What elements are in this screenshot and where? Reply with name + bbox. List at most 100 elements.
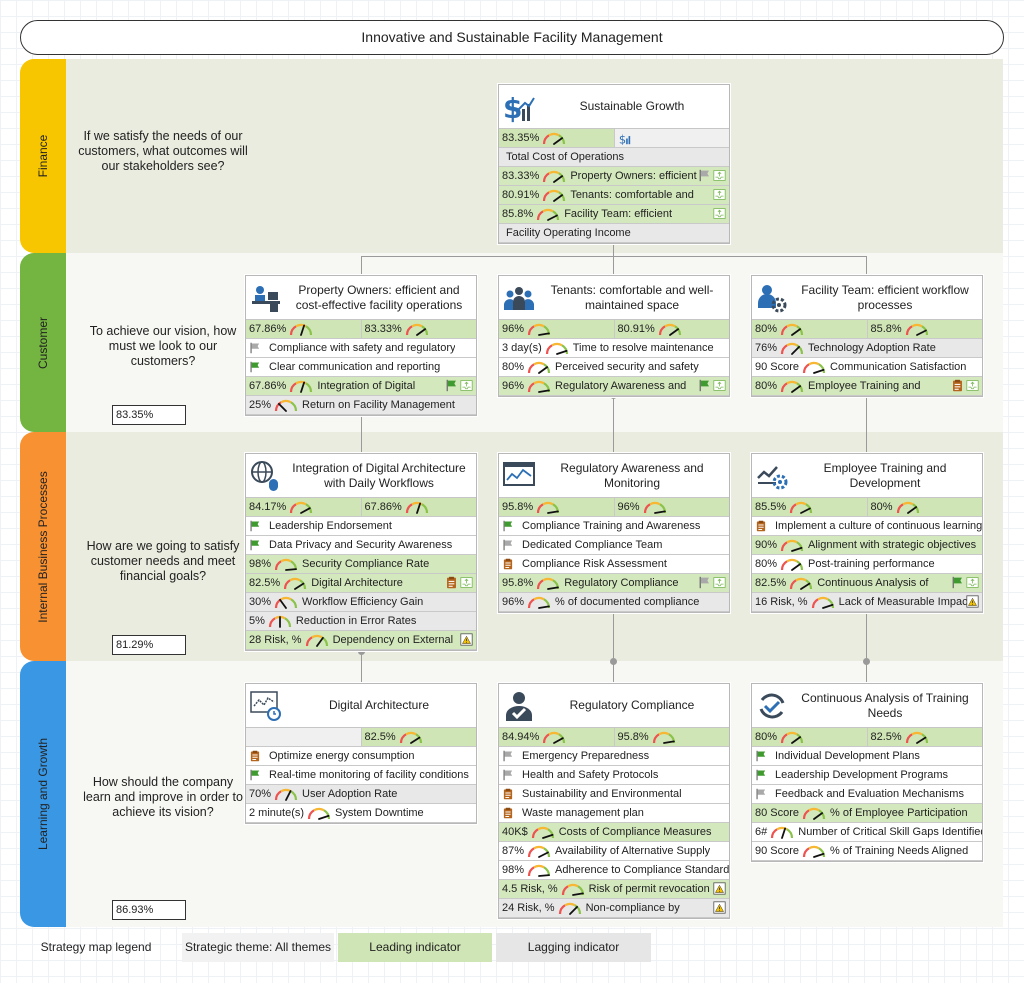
indicator-row[interactable]: 4.5 Risk, %Risk of permit revocation [499,880,729,899]
indicator-name: Costs of Compliance Measures [558,826,712,838]
initiative-row[interactable]: Data Privacy and Security Awareness [246,536,476,555]
initiative-row[interactable]: Leadership Development Programs [752,766,982,785]
indicator-row[interactable]: 96%Regulatory Awareness and [499,377,729,396]
indicator-name: Workflow Efficiency Gain [302,596,424,608]
lane-tab-internal[interactable]: Internal Business Processes [20,432,66,661]
indicator-row[interactable]: 76%Technology Adoption Rate [752,339,982,358]
gauge-icon [290,380,313,393]
indicator-row[interactable]: 5%Reduction in Error Rates [246,612,476,631]
initiative-row[interactable]: Dedicated Compliance Team [499,536,729,555]
indicator-row[interactable]: 80.91%Tenants: comfortable and [499,186,729,205]
connector-line [361,412,362,454]
initiative-row[interactable]: Compliance Risk Assessment [499,555,729,574]
score-row: 84.94%95.8% [499,728,729,747]
initiative-row[interactable]: Compliance Training and Awareness [499,517,729,536]
indicator-name: Total Cost of Operations [506,151,625,163]
objective-card[interactable]: Employee Training and Development 85.5% 80… [751,453,983,613]
indicator-row[interactable]: 80%Perceived security and safety [499,358,729,377]
indicator-row[interactable]: 30%Workflow Efficiency Gain [246,593,476,612]
indicator-row[interactable]: 98%Security Compliance Rate [246,555,476,574]
initiative-row[interactable]: Real-time monitoring of facility conditi… [246,766,476,785]
indicator-name: Time to resolve maintenance [572,342,714,354]
indicator-row[interactable]: 24 Risk, %Non-compliance by [499,899,729,918]
indicator-name: Facility Team: efficient [564,208,673,220]
lane-question: If we satisfy the needs of our customers… [78,129,248,173]
indicator-row[interactable]: 2 minute(s)System Downtime [246,804,476,823]
objective-card[interactable]: Facility Team: efficient workflow proces… [751,275,983,397]
initiative-row[interactable]: Total Cost of Operations [499,148,729,167]
initiative-row[interactable]: Implement a culture of continuous learni… [752,517,982,536]
initiative-row[interactable]: Waste management plan [499,804,729,823]
indicator-row[interactable]: 16 Risk, %Lack of Measurable Impact [752,593,982,612]
indicator-value: 24 Risk, % [502,902,555,914]
gauge-icon [527,864,551,877]
initiative-row[interactable]: Individual Development Plans [752,747,982,766]
lane-score: 81.29% [112,635,186,655]
initiative-row[interactable]: Leadership Endorsement [246,517,476,536]
indicator-value: 28 Risk, % [249,634,302,646]
lane-tab-learning[interactable]: Learning and Growth [20,661,66,927]
indicator-row[interactable]: 82.5%Continuous Analysis of [752,574,982,593]
dollar-chart-icon: $ [618,132,630,145]
indicator-row[interactable]: 98%Adherence to Compliance Standards [499,861,729,880]
indicator-row[interactable]: 83.33%Property Owners: efficient [499,167,729,186]
indicator-row[interactable]: 70%User Adoption Rate [246,785,476,804]
indicator-row[interactable]: 82.5%Digital Architecture [246,574,476,593]
indicator-name: Optimize energy consumption [269,750,415,762]
desk-user-icon [252,286,280,312]
card-title: Integration of Digital Architecture with… [292,460,466,490]
gauge-icon [405,323,428,336]
initiative-row[interactable]: Facility Operating Income [499,224,729,243]
tray-icon [966,380,979,391]
indicator-row[interactable]: 80%Post-training performance [752,555,982,574]
initiative-row[interactable]: Sustainability and Environmental [499,785,729,804]
indicator-row[interactable]: 90%Alignment with strategic objectives [752,536,982,555]
indicator-row[interactable]: 85.8%Facility Team: efficient [499,205,729,224]
indicator-row[interactable]: 87%Availability of Alternative Supply [499,842,729,861]
row-status-icons [951,576,979,589]
indicator-row[interactable]: 90 Score% of Training Needs Aligned [752,842,982,861]
indicator-value: 90 Score [755,361,800,373]
indicator-row[interactable]: 67.86%Integration of Digital [246,377,476,396]
initiative-row[interactable]: Health and Safety Protocols [499,766,729,785]
objective-card[interactable]: Tenants: comfortable and well-maintained… [498,275,730,397]
indicator-row[interactable]: 28 Risk, %Dependency on External [246,631,476,650]
row-status-icons [713,882,726,895]
indicator-row[interactable]: 3 day(s)Time to resolve maintenance [499,339,729,358]
indicator-row[interactable]: 25%Return on Facility Management [246,396,476,415]
objective-card[interactable]: Property Owners: efficient and cost-effe… [245,275,477,416]
row-status-icons [713,901,726,914]
indicator-row[interactable]: 6#Number of Critical Skill Gaps Identifi… [752,823,982,842]
initiative-row[interactable]: Emergency Preparedness [499,747,729,766]
indicator-row[interactable]: 80 Score% of Employee Participation [752,804,982,823]
initiative-row[interactable]: Feedback and Evaluation Mechanisms [752,785,982,804]
score-value: 85.5% [755,501,787,513]
card-header: Employee Training and Development [752,454,982,498]
legend-theme[interactable]: Strategic theme: All themes [182,933,334,962]
objective-card[interactable]: Integration of Digital Architecture with… [245,453,477,651]
indicator-row[interactable]: 40K$Costs of Compliance Measures [499,823,729,842]
score-value: 80% [755,323,778,335]
indicator-row[interactable]: 80%Employee Training and [752,377,982,396]
indicator-name: Integration of Digital [317,380,416,392]
indicator-row[interactable]: 96%% of documented compliance [499,593,729,612]
clipboard-icon [756,520,766,532]
indicator-name: Technology Adoption Rate [808,342,936,354]
indicator-row[interactable]: 95.8%Regulatory Compliance [499,574,729,593]
indicator-value: 80% [755,558,778,570]
score-value: 80% [870,501,893,513]
lane-tab-customer[interactable]: Customer [20,253,66,432]
initiative-row[interactable]: Compliance with safety and regulatory [246,339,476,358]
lane-tab-finance[interactable]: Finance [20,59,66,253]
flag-grey-icon [503,769,513,781]
score-row: 96%80.91% [499,320,729,339]
initiative-row[interactable]: Optimize energy consumption [246,747,476,766]
flag-green-icon [250,539,260,551]
initiative-row[interactable]: Clear communication and reporting [246,358,476,377]
